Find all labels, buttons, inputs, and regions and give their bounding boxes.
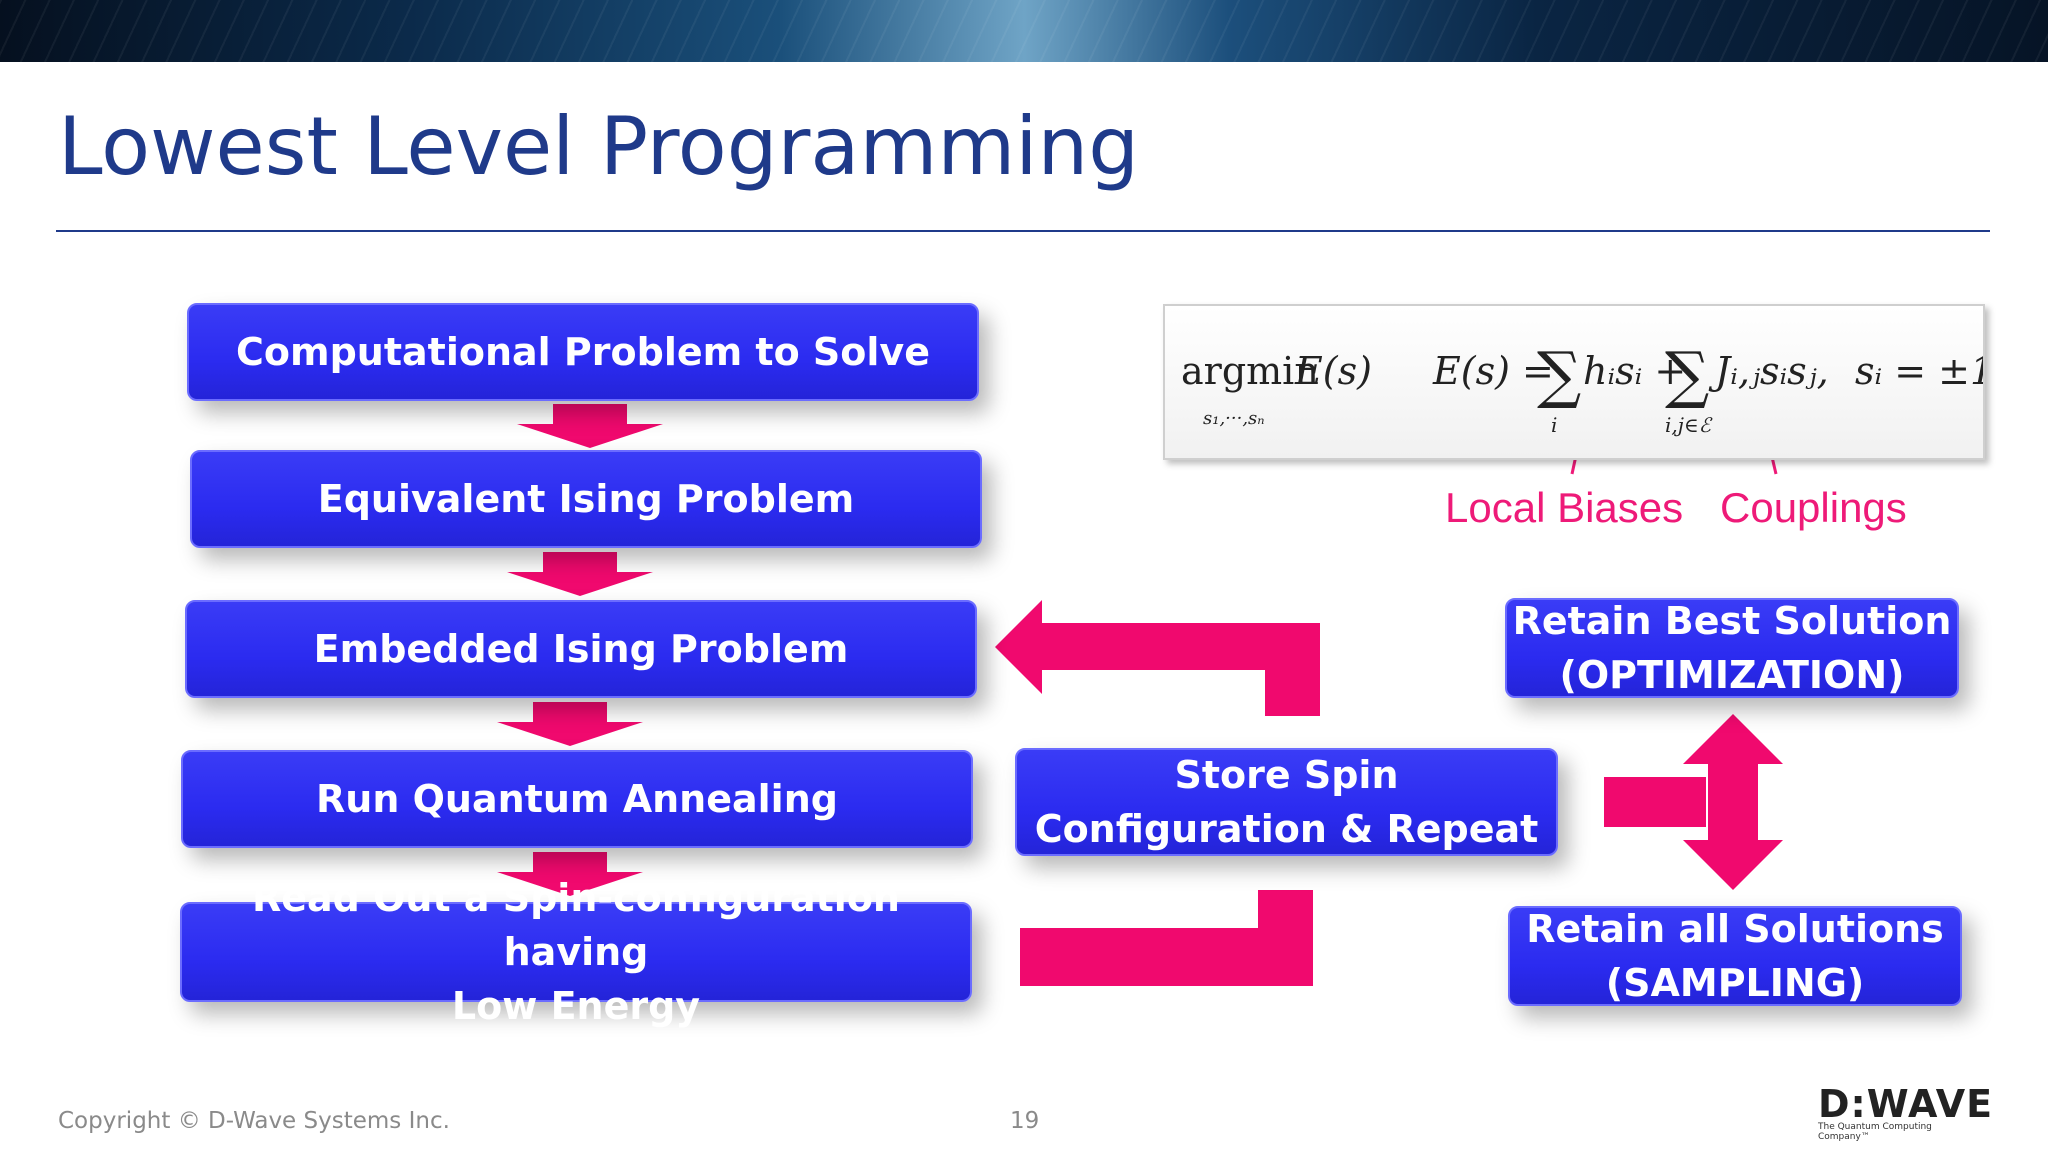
down-arrow-2 (507, 552, 653, 596)
flow-step-label: Embedded Ising Problem (313, 627, 849, 671)
all-line1: Retain all Solutions (1526, 907, 1944, 951)
retain-all-box: Retain all Solutions (SAMPLING) (1508, 906, 1962, 1006)
loop-feed-arrow (1020, 890, 1313, 986)
dwave-logo: D:WAVE The Quantum Computing Company™ (1818, 1082, 1994, 1142)
down-arrow-1 (517, 404, 663, 448)
formula-sub-2: i,j∈ℰ (1665, 413, 1713, 437)
flow-step-computational-problem: Computational Problem to Solve (187, 303, 979, 401)
formula-argmin-expr: E(s) (1294, 349, 1372, 393)
local-biases-label: Local Biases (1445, 484, 1684, 531)
store-to-outcomes-bar (1604, 777, 1706, 827)
flow-step-equivalent-ising: Equivalent Ising Problem (190, 450, 982, 548)
slide-title: Lowest Level Programming (58, 100, 1140, 193)
formula-argmin-sub: s₁,···,sₙ (1203, 408, 1265, 429)
readout-line2: Low Energy (451, 984, 701, 1028)
all-line2: (SAMPLING) (1605, 961, 1865, 1005)
logo-wordmark: D:WAVE (1818, 1082, 1994, 1126)
formula-sub-1: i (1551, 413, 1557, 437)
formula-term-2: Jᵢ,ⱼsᵢsⱼ, (1708, 349, 1829, 393)
best-line2: (OPTIMIZATION) (1559, 653, 1905, 697)
flow-step-label: Run Quantum Annealing (316, 777, 838, 821)
down-arrow-3 (497, 702, 643, 746)
couplings-label: Couplings (1720, 484, 1907, 531)
ising-formula: argmin E(s) s₁,···,sₙ E(s) = ∑ hᵢsᵢ + i … (1181, 338, 1994, 437)
formula-energy-lhs: E(s) = (1432, 349, 1554, 393)
store-line2: Configuration & Repeat (1034, 807, 1539, 851)
formula-constraint: sᵢ = ±1 (1855, 349, 1983, 393)
down-arrow-4 (497, 852, 643, 896)
flow-step-run-annealing: Run Quantum Annealing (181, 750, 973, 848)
flow-step-embedded-ising: Embedded Ising Problem (185, 600, 977, 698)
store-line1: Store Spin (1174, 753, 1399, 797)
flow-step-read-out: Read Out a Spin-configuration having Low… (180, 876, 972, 1028)
store-spin-box: Store Spin Configuration & Repeat (1015, 748, 1558, 856)
footer-copyright: Copyright © D-Wave Systems Inc. (58, 1108, 450, 1134)
formula-argmin: argmin (1181, 349, 1319, 393)
retain-best-box: Retain Best Solution (OPTIMIZATION) (1505, 598, 1959, 698)
logo-tagline: The Quantum Computing Company™ (1818, 1122, 1932, 1142)
double-headed-arrow (1683, 714, 1783, 890)
title-divider (56, 230, 1990, 232)
readout-line1: Read Out a Spin-configuration having (252, 876, 900, 974)
formula-term-1: hᵢsᵢ + (1583, 349, 1686, 393)
formula-sum-2: ∑ (1665, 338, 1709, 411)
formula-sum-1: ∑ (1537, 338, 1581, 411)
ising-formula-box: argmin E(s) s₁,···,sₙ E(s) = ∑ hᵢsᵢ + i … (1163, 304, 1994, 460)
header-banner (0, 0, 2048, 62)
flow-step-label: Equivalent Ising Problem (317, 477, 855, 521)
flow-step-label: Computational Problem to Solve (236, 330, 930, 374)
best-line1: Retain Best Solution (1512, 599, 1952, 643)
footer-page-number: 19 (1010, 1108, 1040, 1134)
loop-return-arrow (995, 600, 1320, 716)
